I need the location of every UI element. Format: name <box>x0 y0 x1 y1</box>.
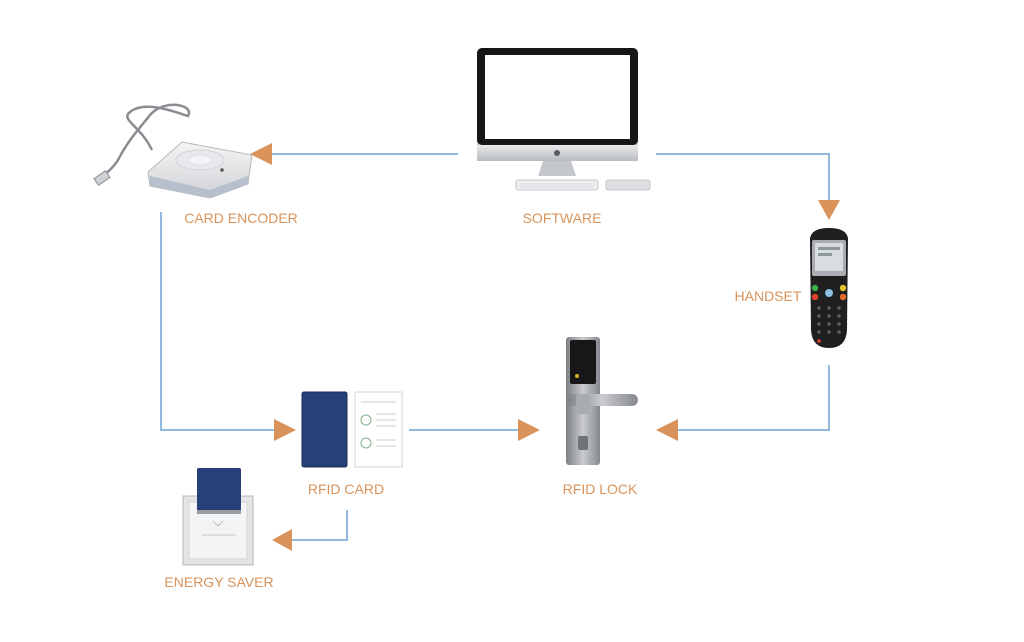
rfid-card-label: RFID CARD <box>308 481 384 497</box>
arrow-head-encoder <box>250 143 272 165</box>
handset-label: HANDSET <box>735 288 802 304</box>
arrow-heads <box>250 143 840 551</box>
door-lock-icon <box>566 337 638 465</box>
arrow-head-lock-left <box>518 419 540 441</box>
energy-saver-label: ENERGY SAVER <box>164 574 273 590</box>
card-encoder-label: CARD ENCODER <box>184 210 298 226</box>
arrow-head-energy-saver <box>272 529 292 551</box>
arrow-head-rfid-card <box>274 419 296 441</box>
arrow-head-lock-right <box>656 419 678 441</box>
connector-rfid-card-to-energy-saver <box>292 510 348 541</box>
rfid-lock-label: RFID LOCK <box>563 481 638 497</box>
connector-encoder-to-rfid-card <box>160 212 276 431</box>
connectors <box>160 153 830 541</box>
imac-computer-icon <box>477 48 651 191</box>
card-encoder-icon <box>93 103 253 199</box>
rfid-card-icon <box>301 391 403 468</box>
software-label: SOFTWARE <box>523 210 602 226</box>
connector-software-to-handset <box>656 153 830 200</box>
energy-saver-icon <box>182 468 254 566</box>
handheld-terminal-icon <box>810 228 848 348</box>
arrow-head-handset <box>818 200 840 220</box>
connector-handset-to-lock <box>678 365 830 431</box>
